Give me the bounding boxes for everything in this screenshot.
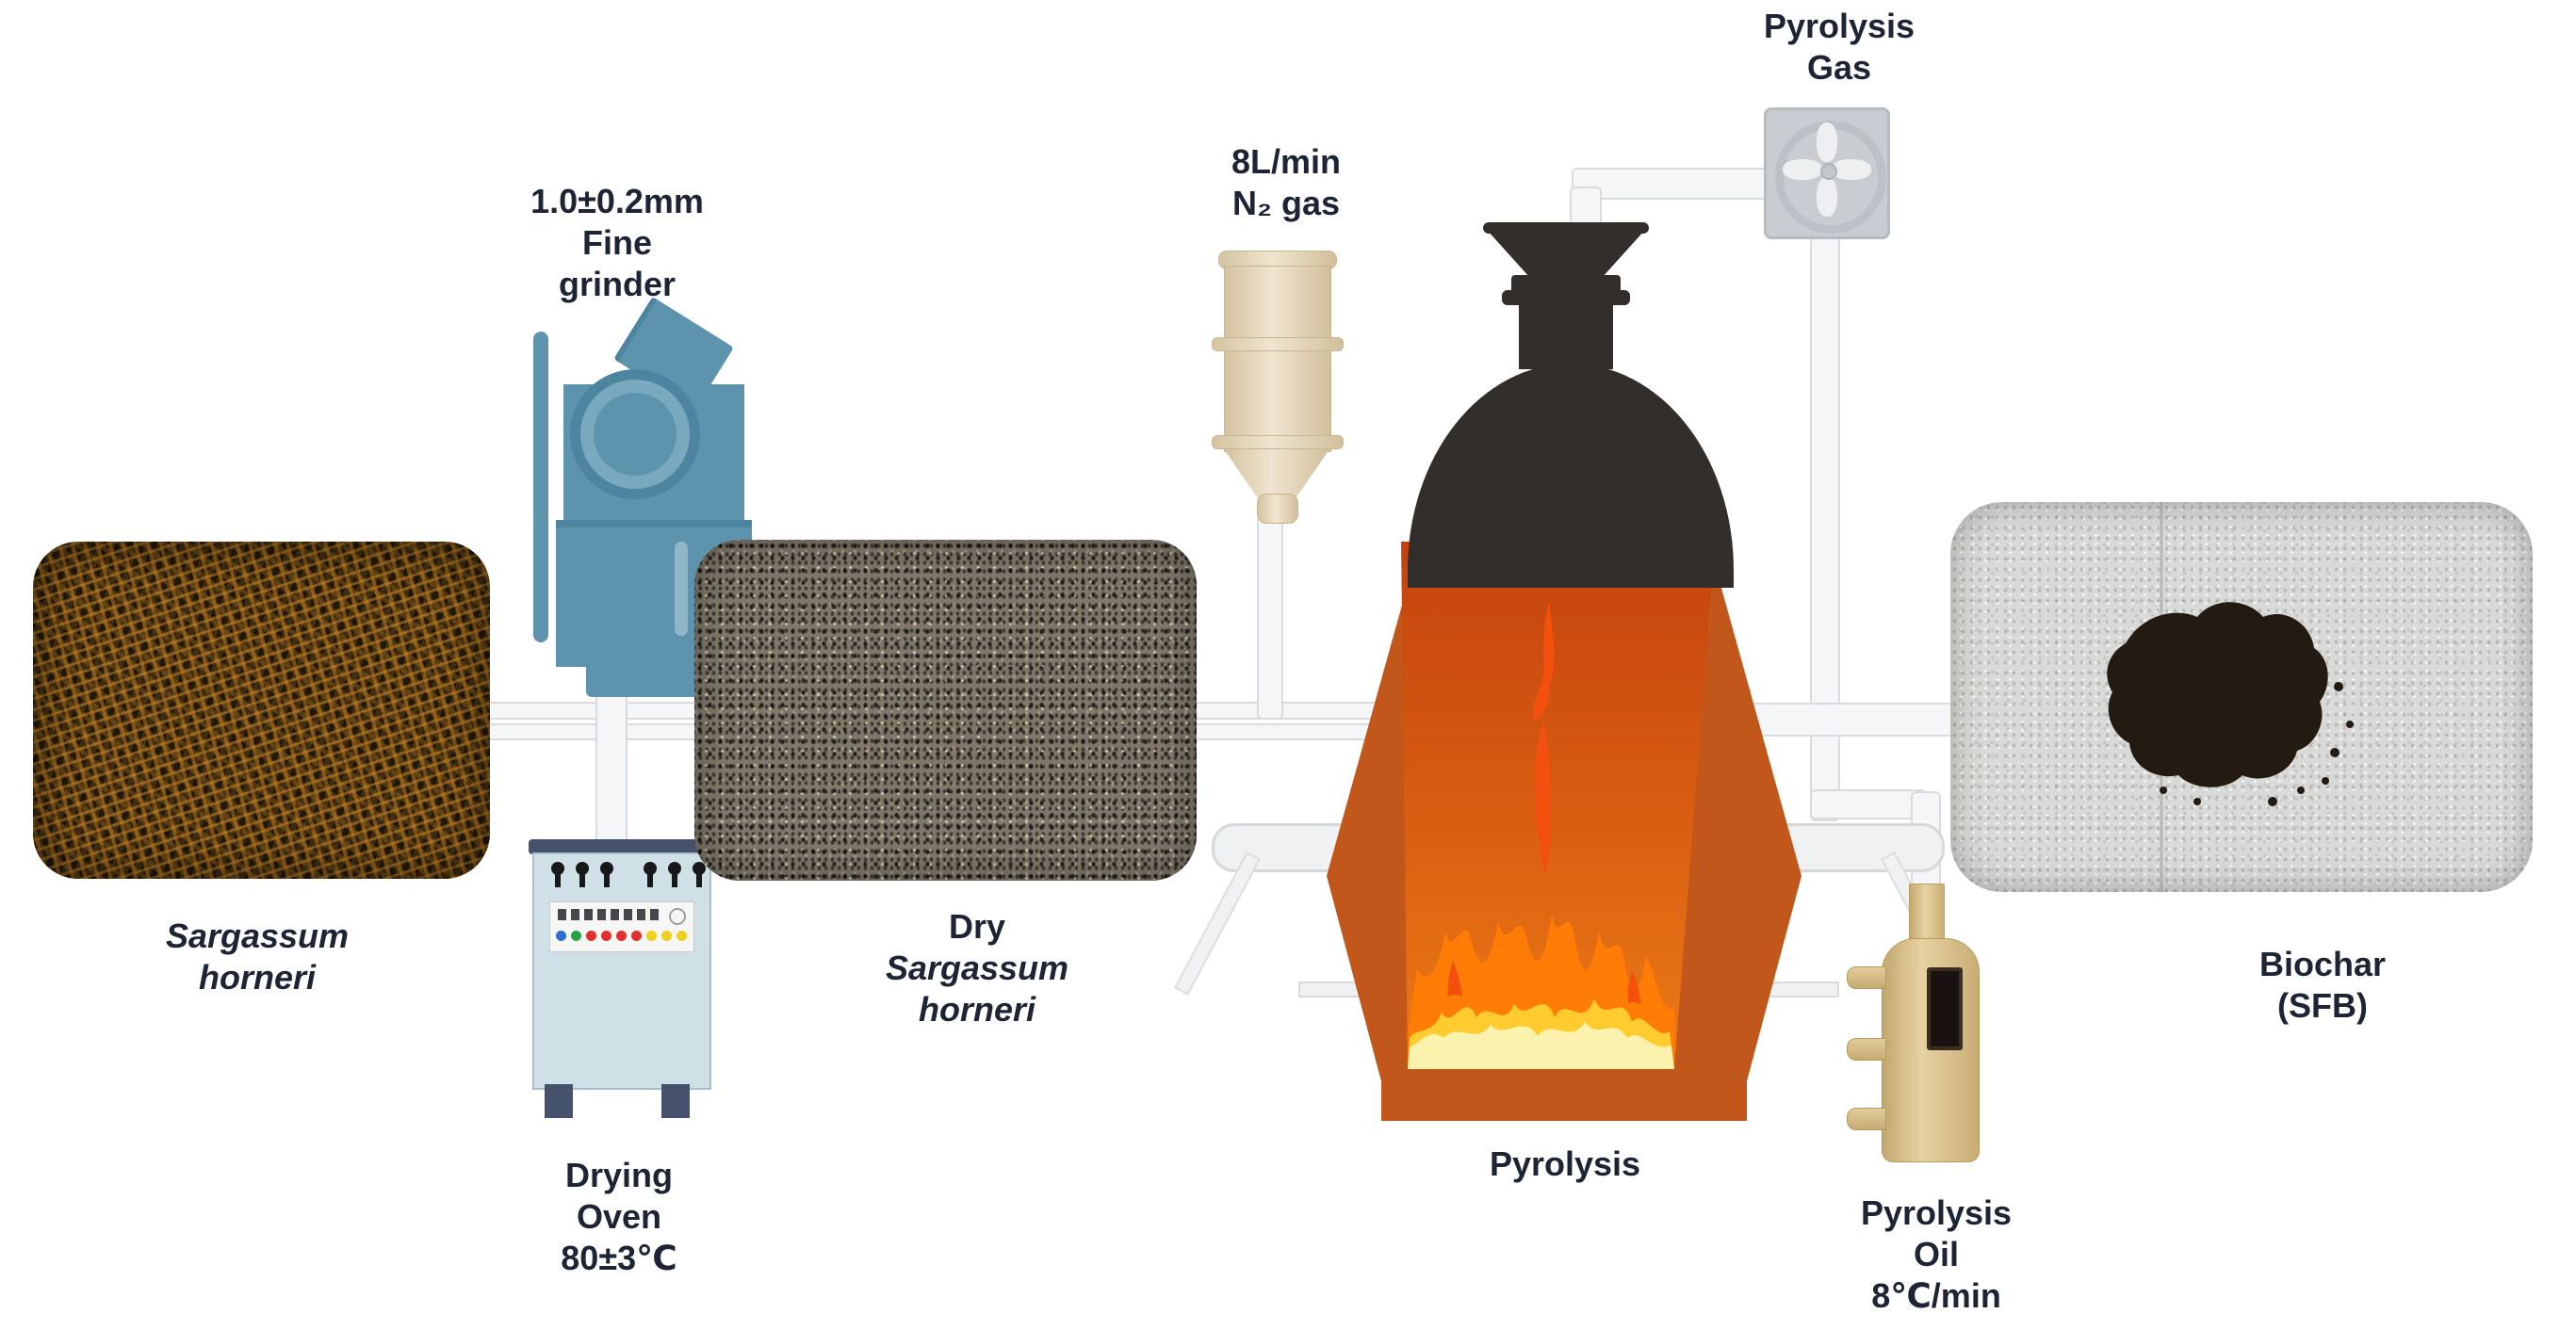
label-line: Fine	[581, 223, 652, 262]
oven-knob	[644, 862, 657, 887]
photo-biochar	[1950, 502, 2533, 892]
n2-hopper-funnel	[1224, 449, 1329, 498]
oven-control-panel	[549, 901, 694, 952]
oven-knob	[600, 862, 613, 887]
pipe-furnace-to-fan-horizontal	[1572, 168, 1788, 200]
furnace-flange	[1502, 290, 1630, 305]
oil-condenser-stub	[1847, 966, 1886, 989]
label-line: Pyrolysis	[1489, 1144, 1641, 1183]
fan-icon	[1817, 177, 1837, 217]
grinder-side-bar	[533, 332, 548, 642]
oil-sight-glass	[1927, 967, 1963, 1050]
oven-digital-display	[558, 909, 663, 920]
label-line: (SFB)	[2277, 986, 2368, 1025]
label-fine-grinder: 1.0±0.2mm Fine grinder	[452, 181, 782, 305]
photo-dry-sargassum	[694, 540, 1197, 881]
fan-icon	[1832, 159, 1871, 180]
oven-top-strip	[529, 839, 711, 854]
n2-hopper-nozzle	[1257, 494, 1298, 524]
label-dry-sargassum: Dry Sargassum horneri	[812, 906, 1142, 1030]
label-line: N₂ gas	[1231, 184, 1341, 222]
label-pyrolysis: Pyrolysis	[1400, 1143, 1730, 1185]
n2-hopper-band	[1212, 435, 1344, 449]
label-line: Oil	[1913, 1235, 1959, 1273]
n2-hopper-body	[1224, 266, 1331, 452]
exhaust-fan-unit	[1764, 107, 1890, 239]
oil-condenser-stub	[1847, 1038, 1886, 1061]
label-n2-gas: 8L/min N₂ gas	[1121, 141, 1451, 224]
label-line: Pyrolysis	[1763, 7, 1916, 45]
label-sargassum-horneri: Sargassum horneri	[92, 916, 422, 998]
label-line: 8℃/min	[1871, 1276, 2001, 1315]
label-line: 80±3℃	[561, 1239, 677, 1277]
oven-knob	[551, 862, 564, 887]
biochar-powder-pile	[2107, 602, 2354, 806]
fan-icon	[1783, 159, 1822, 180]
label-line: Drying	[564, 1156, 673, 1194]
oil-condenser-stub	[1847, 1108, 1886, 1130]
pipe-n2-feed	[1257, 516, 1283, 720]
oven-indicator-lights	[556, 931, 688, 941]
label-line: 8L/min	[1231, 142, 1341, 181]
label-biochar: Biochar (SFB)	[2158, 944, 2487, 1027]
pipe-to-oil-horizontal	[1810, 789, 1927, 819]
oven-foot-left	[545, 1084, 573, 1118]
label-line: Biochar	[2258, 945, 2387, 983]
grinder-wheel-inner	[594, 393, 677, 476]
label-line: Dry	[948, 907, 1006, 946]
furnace-dome	[1408, 364, 1734, 588]
oven-foot-right	[661, 1084, 690, 1118]
label-line: Sargassum	[885, 949, 1069, 987]
fan-icon	[1817, 122, 1837, 162]
grinder-slot	[675, 542, 688, 636]
oven-knob	[693, 862, 706, 887]
furnace-neck	[1519, 301, 1613, 369]
label-line: horneri	[198, 958, 316, 997]
fan-hub	[1820, 163, 1837, 180]
stand-leg-left	[1174, 852, 1262, 996]
flames-icon	[1408, 603, 1674, 1069]
label-line: 1.0±0.2mm	[530, 182, 704, 220]
drying-oven	[532, 852, 711, 1090]
oil-condenser-neck	[1909, 884, 1945, 946]
oven-dial-icon	[669, 908, 686, 925]
photo-sargassum-horneri	[33, 542, 490, 879]
oven-knob	[668, 862, 681, 887]
label-line: Oven	[576, 1197, 662, 1236]
label-pyrolysis-oil: Pyrolysis Oil 8℃/min	[1771, 1192, 2101, 1317]
label-line: Pyrolysis	[1860, 1193, 2013, 1232]
furnace-cavity	[1401, 542, 1715, 1069]
label-line: horneri	[918, 990, 1035, 1029]
oven-knob	[576, 862, 589, 887]
label-pyrolysis-gas: Pyrolysis Gas	[1674, 6, 2004, 89]
oil-condenser-body	[1882, 938, 1980, 1162]
label-line: Sargassum	[165, 916, 350, 955]
n2-hopper-band	[1212, 337, 1344, 351]
furnace-funnel-lip	[1483, 222, 1649, 234]
label-line: grinder	[558, 265, 676, 303]
furnace-funnel-mouth	[1487, 230, 1645, 281]
label-line: Gas	[1806, 48, 1872, 87]
pipe-furnace-to-biochar	[1739, 703, 1964, 737]
label-drying-oven: Drying Oven 80±3℃	[454, 1155, 784, 1279]
pyrolysis-furnace	[1327, 524, 1802, 1121]
